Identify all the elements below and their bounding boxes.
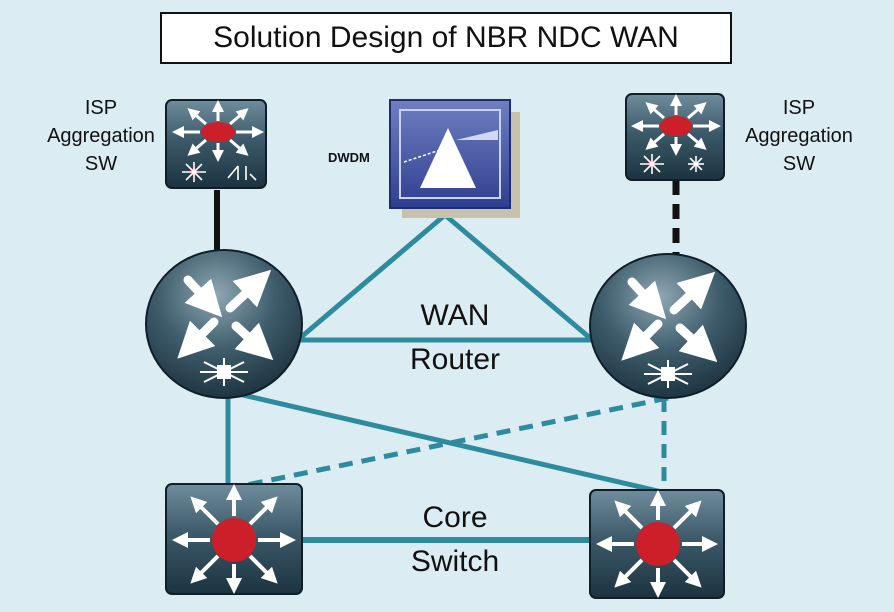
dwdm-optical-icon [399,109,501,199]
isp-aggregation-right-label: ISP Aggregation SW [734,94,864,178]
isp-aggregation-switch-right [625,93,725,181]
core-switch-label: Core Switch [355,496,555,584]
links [214,180,680,543]
core-switch-left [165,483,303,595]
label-line: Aggregation [47,125,155,147]
router-port-icon [644,360,692,388]
label-line: WAN [420,299,490,332]
router-port-icon [200,358,248,386]
core-switch-icon [596,490,718,598]
link-dwdm-left-router [298,213,447,340]
link-left-router-right-core [229,389,663,495]
label-line: SW [782,153,816,175]
isp-aggregation-switch-left [165,99,267,189]
link-right-router-left-core-dashed [231,395,669,491]
label-line: ISP [782,97,816,119]
label-line: Switch [410,545,500,578]
label-line: Aggregation [745,125,853,147]
dwdm-label: DWDM [328,150,370,165]
core-switch-icon [172,484,296,594]
multilayer-switch-icon [172,100,264,182]
label-line: ISP [84,97,118,119]
label-line: Router [409,343,501,376]
dwdm-device [389,99,520,218]
wan-router-left [145,249,303,399]
label-line: SW [84,153,118,175]
link-dwdm-right-router [443,213,592,340]
wan-router-right [589,253,747,399]
core-switch-right [589,489,725,599]
router-icon [177,269,274,361]
isp-aggregation-left-label: ISP Aggregation SW [36,94,166,178]
wan-router-label: WAN Router [355,294,555,382]
diagram-title: Solution Design of NBR NDC WAN [160,12,732,64]
router-icon [621,271,718,363]
label-line: Core [422,501,488,534]
multilayer-switch-icon [631,94,721,174]
